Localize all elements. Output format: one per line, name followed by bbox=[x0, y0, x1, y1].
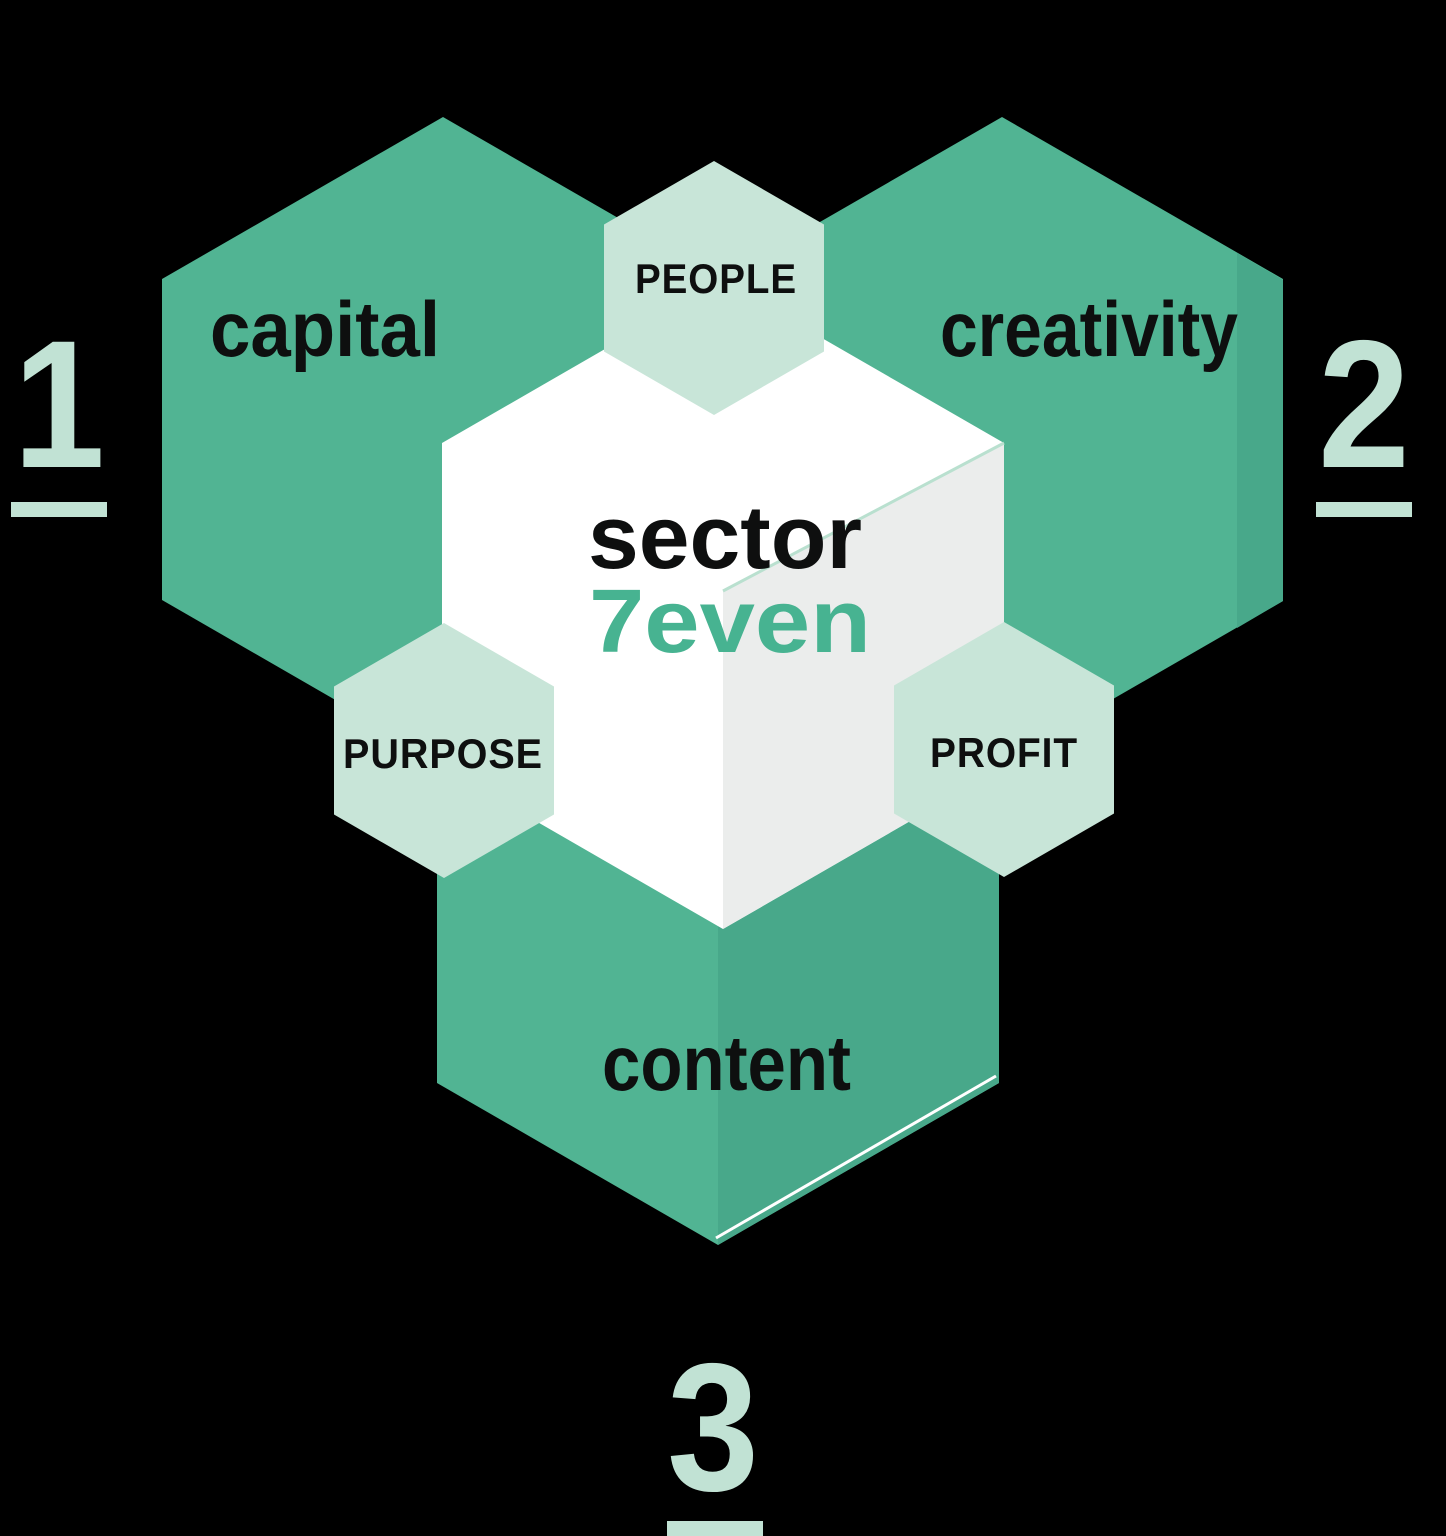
capital-label: capital bbox=[210, 285, 440, 373]
content-label: content bbox=[602, 1019, 851, 1107]
step-underline-3 bbox=[667, 1521, 763, 1536]
step-number-3: 3 bbox=[667, 1325, 759, 1529]
step-underline-1 bbox=[11, 502, 107, 517]
step-underline-2 bbox=[1316, 502, 1412, 517]
logo-line2: 7even bbox=[589, 572, 871, 672]
content-edge-highlight bbox=[715, 1074, 997, 1240]
purpose-label: PURPOSE bbox=[343, 730, 543, 777]
purpose-hexagon bbox=[334, 623, 554, 878]
people-hexagon bbox=[604, 161, 824, 415]
cube-edge-highlight bbox=[722, 441, 1005, 593]
step-number-2: 2 bbox=[1318, 302, 1410, 506]
profit-label: PROFIT bbox=[930, 729, 1078, 776]
creativity-label: creativity bbox=[940, 285, 1238, 373]
profit-hexagon bbox=[894, 622, 1114, 877]
step-number-1: 1 bbox=[13, 302, 105, 506]
people-label: PEOPLE bbox=[635, 255, 797, 302]
logo-line1: sector bbox=[588, 488, 862, 588]
creativity-shaded-face bbox=[1237, 253, 1283, 628]
